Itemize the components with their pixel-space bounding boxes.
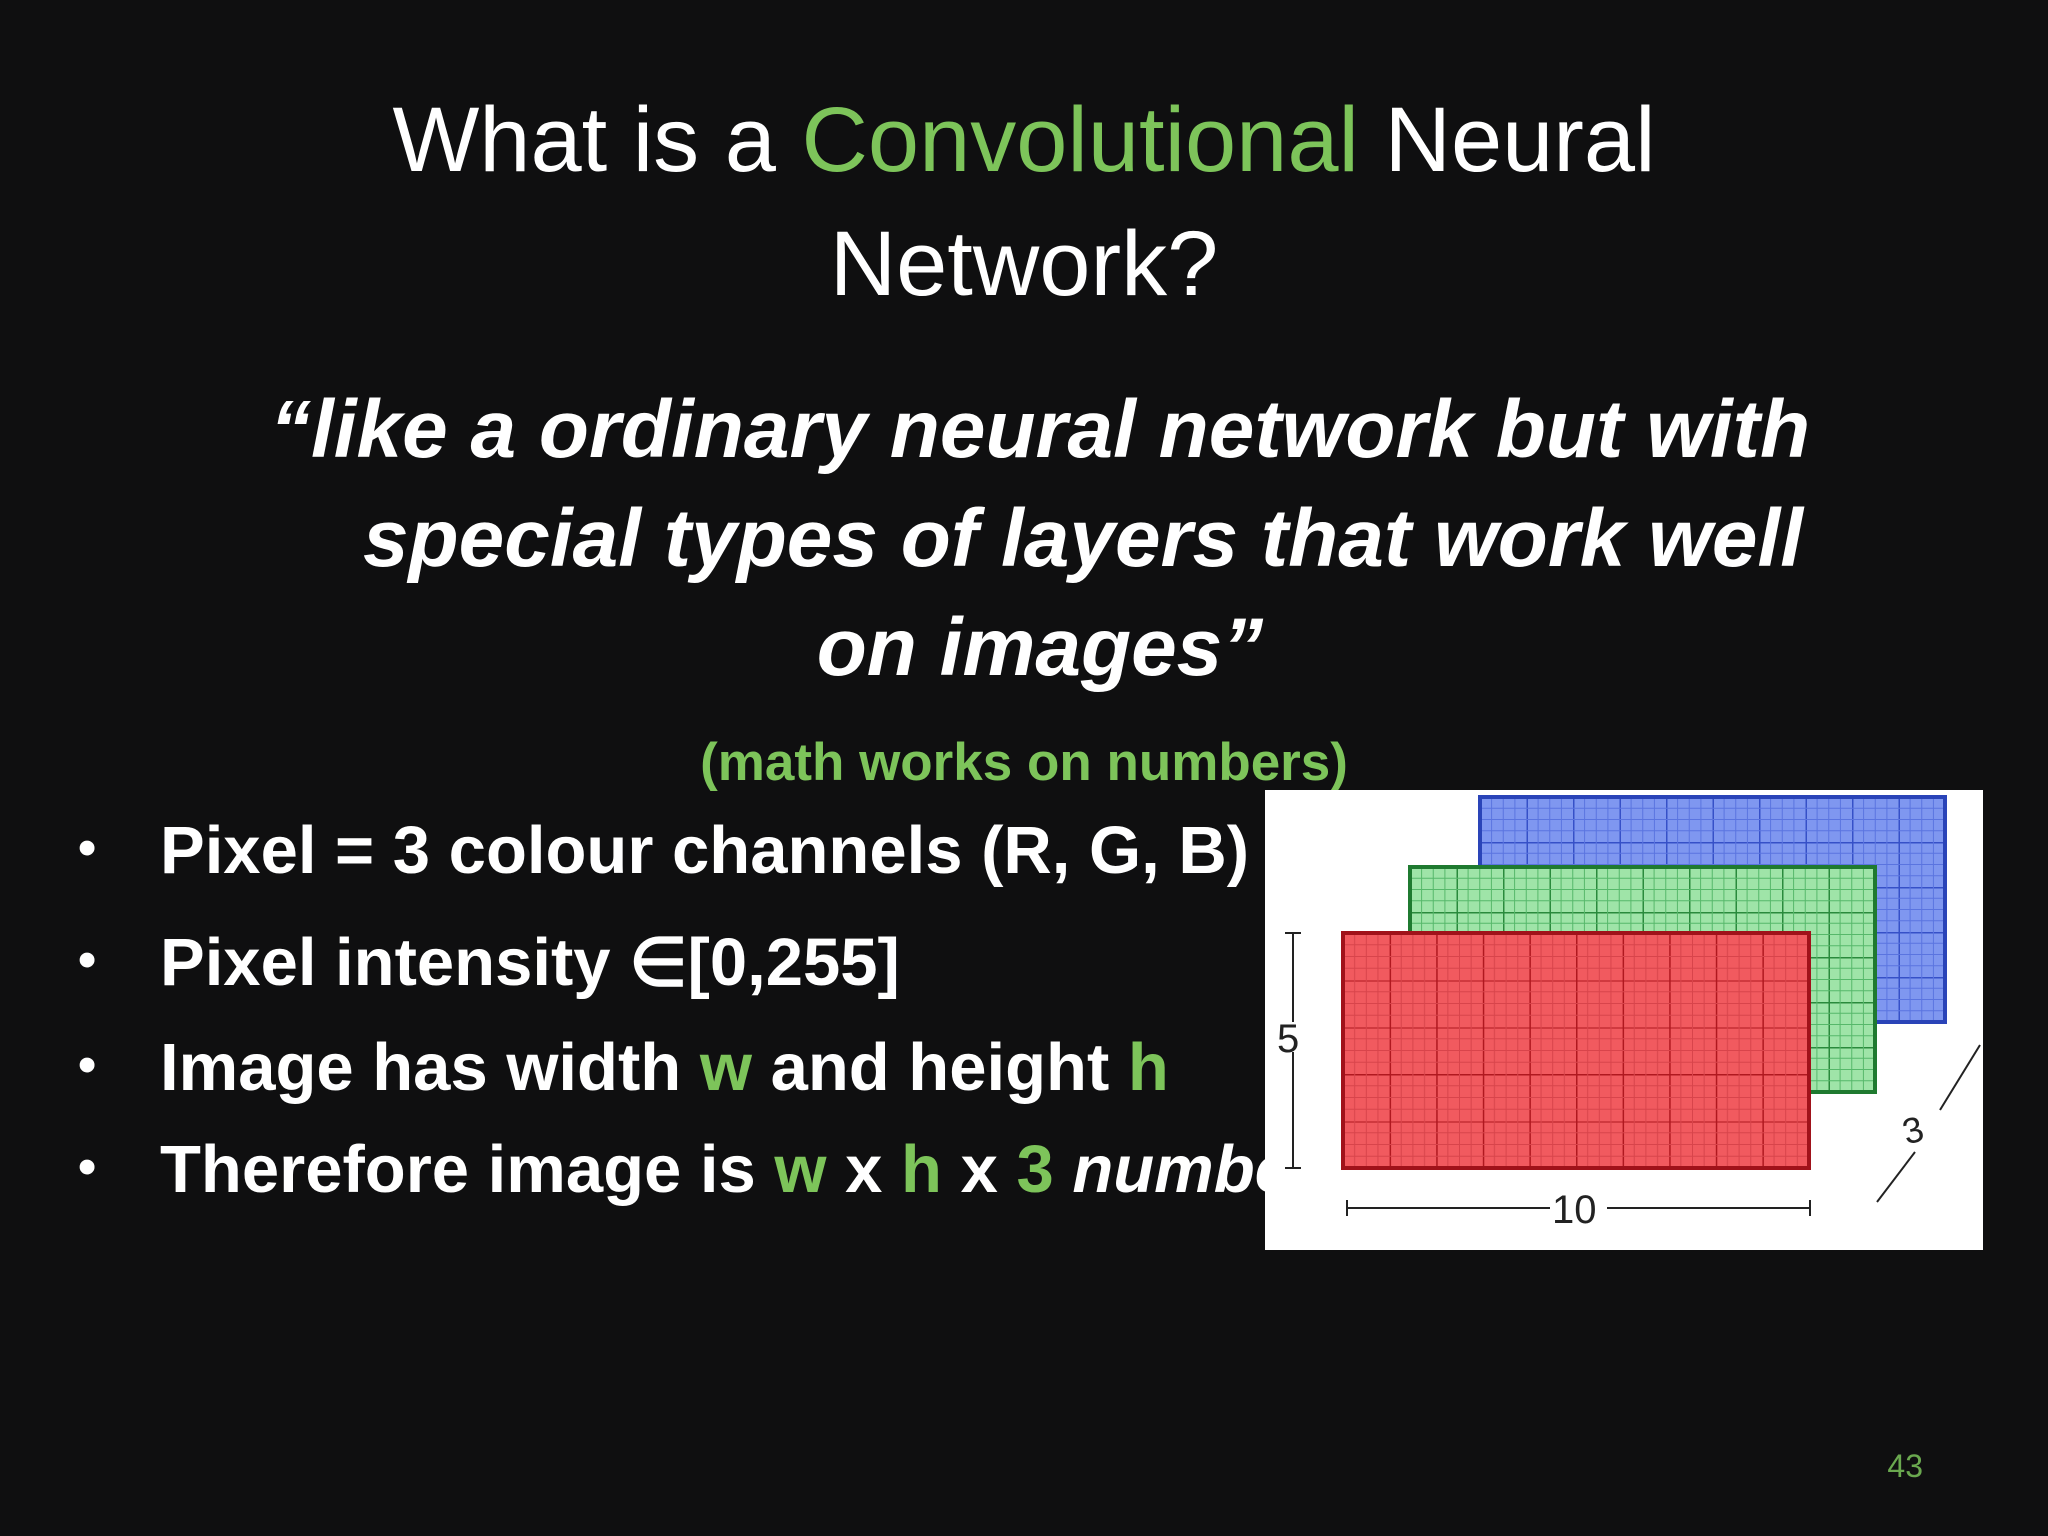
bullet-item: •Therefore image is w x h x 3 numbers: [78, 1127, 1355, 1210]
rgb-channels-figure: 5 10 3: [1265, 790, 1983, 1250]
quote-line-1: “like a ordinary neural network but with: [269, 384, 1811, 475]
slide-title: What is a Convolutional Neural Network?: [0, 78, 2048, 326]
bullet-text: Image has width: [160, 1030, 700, 1105]
bullet-var-3: 3: [1016, 1132, 1054, 1207]
width-dimension: [1346, 1200, 1811, 1216]
bullet-var-h: h: [901, 1132, 942, 1207]
bullet-dot: •: [78, 819, 97, 877]
bullet-text: x: [826, 1132, 902, 1207]
page-number: 43: [1887, 1448, 1923, 1484]
height-dimension: [1285, 932, 1301, 1169]
title-line-1: What is a Convolutional Neural: [0, 78, 2048, 202]
title-text-2: Neural: [1358, 89, 1656, 191]
bullet-var-w: w: [774, 1132, 827, 1207]
title-highlight: Convolutional: [801, 89, 1359, 191]
bullet-dot: •: [78, 1138, 97, 1196]
bullet-text: x: [941, 1132, 1017, 1207]
bullet-text: and height: [751, 1030, 1128, 1105]
depth-label: 3: [1898, 1108, 1928, 1153]
bullet-var-w: w: [699, 1030, 752, 1105]
bullet-item: • Image has width w and height h: [78, 1025, 1169, 1108]
quote-line-2: special types of layers that work well: [362, 493, 1804, 584]
math-note: (math works on numbers): [700, 733, 1348, 792]
bullet-dot: •: [78, 1036, 97, 1094]
bullet-item: • Pixel intensity ∈[0,255]: [78, 920, 900, 1003]
quote-line-3: on images”: [816, 602, 1264, 693]
title-text-1: What is a: [392, 89, 802, 191]
bullet-text: Therefore image is: [160, 1132, 775, 1207]
depth-dimension: [1876, 1044, 1981, 1203]
height-label: 5: [1277, 1017, 1299, 1061]
title-line-2: Network?: [829, 213, 1219, 315]
bullet-var-h: h: [1127, 1030, 1169, 1105]
quote: “like a ordinary neural network but with…: [150, 375, 1930, 702]
width-label: 10: [1552, 1188, 1597, 1232]
bullet-item: • Pixel = 3 colour channels (R, G, B): [78, 808, 1249, 891]
bullet-dot: •: [78, 931, 97, 989]
bullet-text: Pixel = 3 colour channels (R, G, B): [160, 813, 1250, 888]
rgb-grid-diagram: 5 10 3: [1277, 795, 1981, 1232]
bullet-text: Pixel intensity ∈[0,255]: [160, 925, 900, 1000]
